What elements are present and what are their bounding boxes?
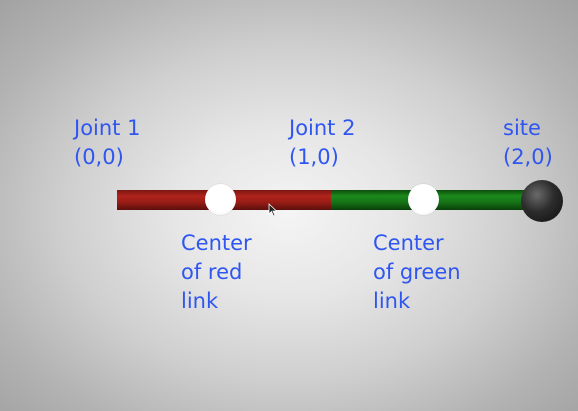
joint1-name: Joint 1	[74, 116, 141, 140]
site-name: site	[503, 116, 541, 140]
center-red-line3: link	[181, 289, 219, 313]
center-green-line2: of green	[373, 260, 461, 284]
center-red-link-label: Center of red link	[181, 229, 252, 316]
center-red-line1: Center	[181, 231, 252, 255]
joint2-label: Joint 2 (1,0)	[289, 114, 355, 172]
center-green-line1: Center	[373, 231, 444, 255]
center-red-line2: of red	[181, 260, 243, 284]
center-green-link-label: Center of green link	[373, 229, 461, 316]
joint2-name: Joint 2	[289, 116, 356, 140]
joint1-coordinate: (0,0)	[74, 145, 124, 169]
red-link-center-marker	[205, 184, 236, 215]
mouse-cursor-icon	[268, 203, 278, 217]
joint2-coordinate: (1,0)	[289, 145, 339, 169]
green-link-center-marker	[408, 184, 439, 215]
site-sphere	[521, 180, 563, 222]
joint1-label: Joint 1 (0,0)	[74, 114, 140, 172]
site-label: site (2,0)	[503, 114, 553, 172]
center-green-line3: link	[373, 289, 411, 313]
site-coordinate: (2,0)	[503, 145, 553, 169]
